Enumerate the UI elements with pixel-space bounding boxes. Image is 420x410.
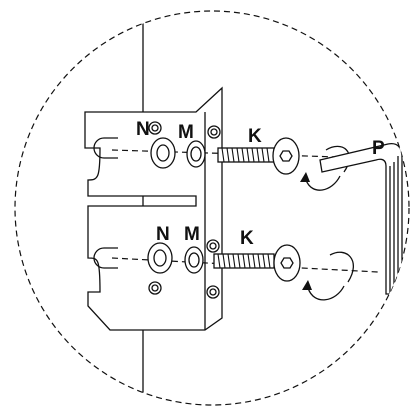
slot-hole-upper <box>93 137 118 159</box>
hex-key <box>319 142 403 295</box>
bracket-screw-lower-left <box>148 281 162 295</box>
rotation-arrowhead-upper <box>300 172 310 182</box>
rotation-arc-lower <box>307 285 345 301</box>
screw-lower <box>213 244 301 282</box>
flat-washer-lower <box>147 242 173 274</box>
rotation-arrow-upper <box>325 145 350 173</box>
label-n-upper: N <box>136 119 150 140</box>
label-p: P <box>372 138 385 159</box>
bracket-screw-lower-right <box>206 285 220 299</box>
bracket-screw-upper-right <box>207 125 221 139</box>
label-k-upper: K <box>248 126 262 147</box>
rotation-arrow-lower <box>329 251 354 283</box>
spring-washer-lower <box>184 246 204 274</box>
spring-washer-upper <box>186 140 206 168</box>
label-n-lower: N <box>156 224 170 245</box>
flat-washer-upper <box>150 137 176 169</box>
screw-upper <box>217 137 300 175</box>
detail-circle <box>14 10 410 406</box>
label-m-lower: M <box>184 224 200 245</box>
rotation-arrowhead-lower <box>302 280 312 290</box>
label-m-upper: M <box>178 122 194 143</box>
label-k-lower: K <box>240 228 254 249</box>
bracket-screw-mid <box>206 239 220 253</box>
bracket-screw-upper-left <box>148 121 162 135</box>
slot-hole-lower <box>93 247 118 269</box>
rotation-arc-upper <box>305 175 341 191</box>
